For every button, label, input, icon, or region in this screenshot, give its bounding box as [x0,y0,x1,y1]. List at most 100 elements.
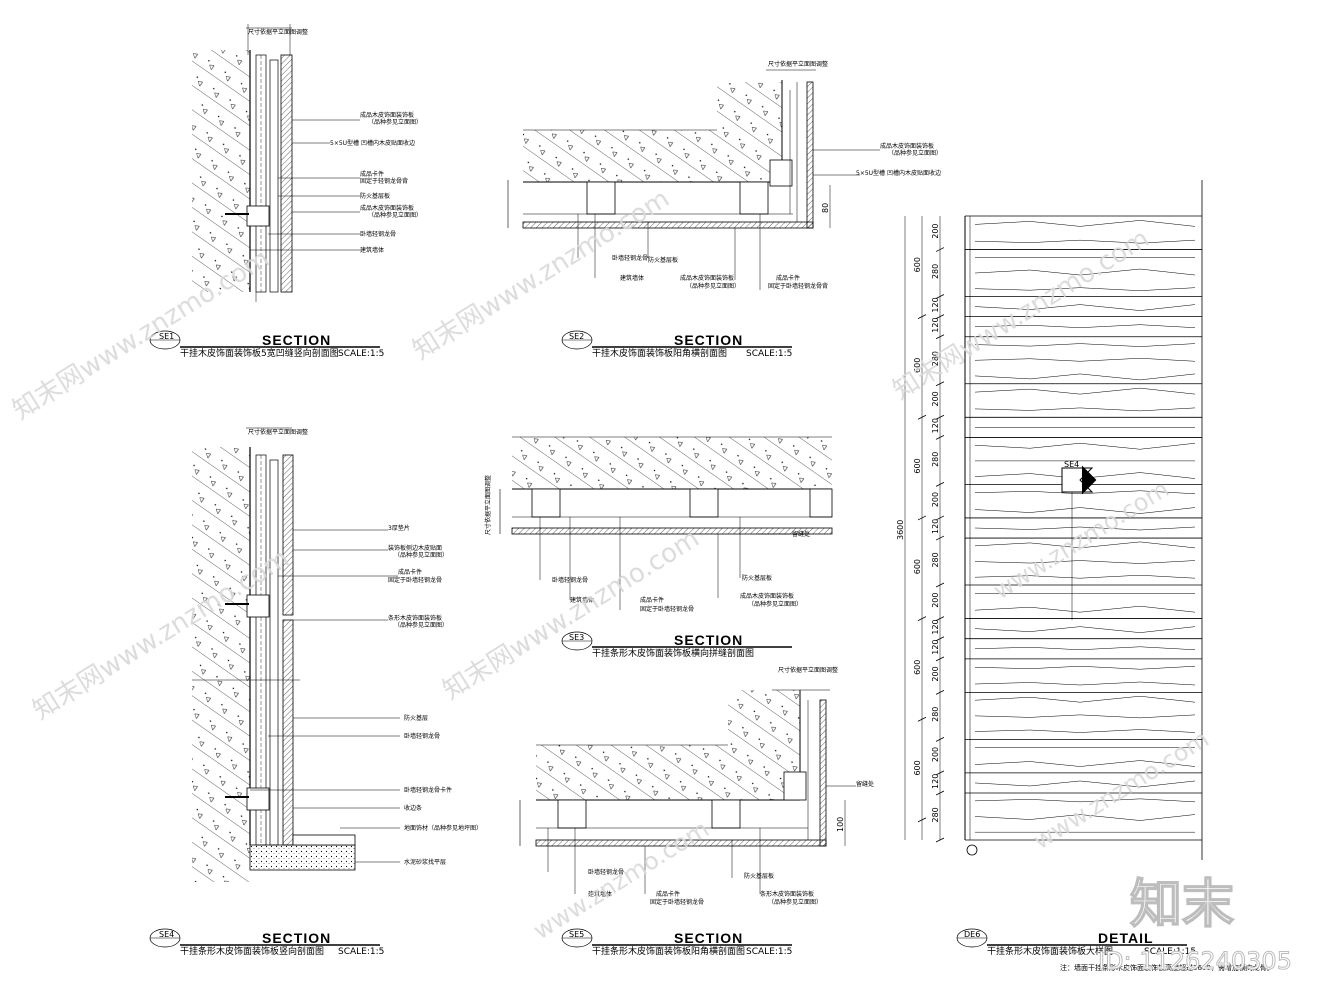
svg-text:固定于卧墙轻钢龙骨背: 固定于卧墙轻钢龙骨背 [768,282,828,290]
de6-group-dim: 600 [913,257,922,272]
se4-tag: SE4 [159,930,174,939]
svg-text:卧墙轻钢龙骨: 卧墙轻钢龙骨 [360,230,396,238]
svg-text:建筑墙体: 建筑墙体 [588,890,612,898]
svg-text:成品木皮饰面装饰板: 成品木皮饰面装饰板 [680,274,734,282]
svg-text:卧墙轻钢龙骨: 卧墙轻钢龙骨 [612,254,648,262]
de6-wood-grain [974,695,1196,703]
de6-dim-tick [935,656,945,662]
de6-dim-tick [935,334,945,340]
de6-wood-grain [974,526,1196,531]
watermark-text: www.znzmo.com [1028,725,1214,855]
se3-notes: 卧墙轻钢龙骨 建筑墙体 成品卡件 固定于卧墙轻钢龙骨 成品木皮饰面装饰板 （品种… [552,530,810,613]
de6-segment-dim: 200 [931,492,940,507]
de6-segment-dim: 280 [931,264,940,279]
de6-dim-tick [935,790,945,796]
svg-text:3厚垫片: 3厚垫片 [388,524,410,532]
svg-text:（品种参见立面图）: （品种参见立面图） [888,149,942,157]
se1-subtitle: 干挂木皮饰面装饰板5宽凹缝竖向剖面图 [180,347,339,359]
se4-size-label: 尺寸依据平立面图调整 [248,428,308,436]
de6-segment-dim: 120 [931,639,940,654]
de6-dim-tick [935,636,945,642]
de6-segment-dim: 280 [931,807,940,822]
de6-wood-grain [974,287,1196,291]
se1-scale: SCALE:1:5 [338,349,384,359]
svg-text:收边条: 收边条 [404,804,422,812]
svg-text:固定于卧墙轻钢龙骨: 固定于卧墙轻钢龙骨 [388,576,442,584]
de6-dim-tick [935,770,945,776]
de6-dim-tick [935,736,945,742]
se2-tag: SE2 [569,332,584,341]
de6-wood-grain [974,220,1196,227]
svg-text:固定于卧墙轻钢龙骨: 固定于卧墙轻钢龙骨 [650,898,704,906]
section-se4: 尺寸依据平立面图调整 3厚垫片 装饰板侧边木皮贴面 （品种参见立面图） 成品卡件… [149,427,482,957]
se2-subtitle: 干挂木皮饰面装饰板阳角横剖面图 [592,347,727,359]
watermark-layer: 知末网www.znzmo.com 知末网www.znzmo.com 知末网www… [8,184,1214,945]
de6-dim-tick [917,515,927,521]
svg-text:成品卡件: 成品卡件 [776,274,800,282]
se3-size-label: 尺寸依据平立面图调整 [484,475,492,535]
svg-text:卧墙轻钢龙骨: 卧墙轻钢龙骨 [588,868,624,876]
se1-size-label: 尺寸依据平立面图调整 [248,28,308,36]
de6-dim-tick [935,482,945,487]
section-se2: 尺寸依据平立面图调整 80 成品木皮饰面装饰板 （品种参见立面图） 5×5U型槽… [507,60,942,359]
watermark-text: www.znzmo.com [988,475,1174,605]
svg-text:（品种参见立面图）: （品种参见立面图） [686,282,740,290]
de6-wood-grain [974,268,1196,276]
de6-group-dim: 600 [913,458,922,473]
de6-segment-dim: 280 [931,707,940,722]
de6-dim-tick [935,435,945,440]
svg-text:条形木皮饰面装饰板: 条形木皮饰面装饰板 [388,614,442,622]
svg-text:卧墙轻钢龙骨: 卧墙轻钢龙骨 [404,732,440,740]
svg-text:防火基层: 防火基层 [404,714,428,722]
se5-bottom-notes: 卧墙轻钢龙骨 建筑墙体 成品卡件 固定于卧墙轻钢龙骨 条形木皮饰面装饰板 （品种… [588,868,822,906]
se5-dim: 100 [836,817,845,832]
se2-bottom-notes: 卧墙轻钢龙骨 防火基层板 建筑墙体 成品木皮饰面装饰板 （品种参见立面图） 成品… [612,254,828,290]
de6-wood-grain [974,798,1196,803]
detail-de6: 2002801201202802001202802001202802001201… [896,180,1274,972]
se1-heading: SECTION [262,332,331,348]
svg-text:卧墙轻钢龙骨: 卧墙轻钢龙骨 [552,576,588,584]
de6-segment-dim: 200 [931,666,940,681]
de6-wood-grain [974,681,1196,686]
de6-dim-tick [917,716,927,722]
se5-subtitle: 干挂条形木皮饰面装饰板阳角横剖面图 [592,945,745,957]
de6-segment-dim: 120 [931,774,940,789]
de6-dim-tick [917,314,927,320]
svg-text:水泥砂浆找平层: 水泥砂浆找平层 [404,858,446,866]
de6-wood-grain [974,646,1196,651]
de6-note: 注：墙面干挂条形木皮饰面装饰板高度超过3600，需增加横向龙骨。 [1060,963,1274,972]
de6-wood-grain [974,387,1196,395]
section-se3: 尺寸依据平立面图调整 卧墙轻钢龙骨 建筑墙体 成品卡件 固定于卧墙轻钢龙骨 成品… [484,436,833,659]
se4-heading: SECTION [262,930,331,946]
de6-callout: SE4 [1064,460,1079,469]
se2-dim-a: 80 [821,203,830,213]
watermark-text: 知末网www.znzmo.com [8,244,275,426]
watermark-logo: 知末 [1130,875,1234,935]
se2-size-label-top: 尺寸依据平立面图调整 [768,60,828,68]
svg-text:成品卡件: 成品卡件 [398,568,422,576]
se3-subtitle: 干挂条形木皮饰面装饰板横向拼缝剖面图 [592,647,754,659]
de6-wood-grain [974,665,1196,670]
svg-text:防火基层板: 防火基层板 [742,574,772,582]
se2-scale: SCALE:1:5 [746,349,792,359]
svg-text:防火基层板: 防火基层板 [360,192,390,200]
de6-dim-tick [935,837,945,843]
de6-dim-tick [917,817,927,823]
de6-wood-grain [974,239,1196,244]
de6-wood-grain [974,760,1196,767]
svg-text:成品木皮饰面装饰板: 成品木皮饰面装饰板 [360,111,414,119]
se5-right-note: 留缝处 [856,780,874,788]
se2-right-notes: 成品木皮饰面装饰板 （品种参见立面图） 5×5U型槽 凹槽内木皮贴面收边 [856,142,942,177]
de6-wood-grain [974,373,1196,381]
svg-text:（品种参见立面图）: （品种参见立面图） [394,621,448,629]
de6-segment-dim: 120 [931,418,940,433]
de6-dim-tick [935,247,945,252]
de6-dim-tick [917,414,927,420]
se5-scale: SCALE:1:5 [746,947,792,957]
se5-heading: SECTION [674,930,743,946]
svg-text:5×5U型槽 凹槽内木皮贴面收边: 5×5U型槽 凹槽内木皮贴面收边 [330,139,415,147]
de6-dim-tick [935,582,945,588]
de6-dim-tick [935,616,945,621]
svg-text:装饰板侧边木皮贴面: 装饰板侧边木皮贴面 [388,544,442,552]
svg-text:5×5U型槽 凹槽内木皮贴面收边: 5×5U型槽 凹槽内木皮贴面收边 [856,169,941,177]
